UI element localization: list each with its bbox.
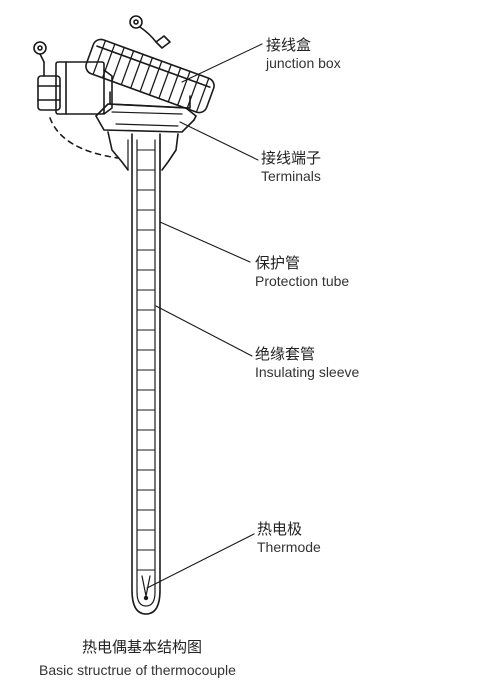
screw-icon [33,41,47,55]
label-junction-box-en: junction box [266,55,341,71]
leader-terminals [179,121,259,161]
label-insulating-sleeve-en: Insulating sleeve [255,364,360,380]
junction-box-lid [85,38,215,114]
screw-icon [129,15,143,29]
thermode-tip [141,575,151,601]
leader-insulating-sleeve [155,305,253,357]
label-thermode-zh: 热电极 [257,521,303,538]
label-insulating-sleeve-zh: 绝缘套管 [255,346,316,363]
caption-zh: 热电偶基本结构图 [82,639,203,656]
lid-chain [129,15,171,49]
label-terminals: 接线端子 Terminals [261,150,321,185]
caption-en: Basic structrue of thermocouple [39,662,236,678]
label-junction-box-zh: 接线盒 [266,37,312,54]
label-protection-tube-en: Protection tube [255,273,350,289]
label-junction-box: 接线盒 junction box [266,37,341,72]
label-protection-tube: 保护管 Protection tube [255,255,349,290]
label-insulating-sleeve: 绝缘套管 Insulating sleeve [255,346,359,381]
junction-box-body [95,91,197,133]
protection-tube [131,133,161,615]
tube-neck [107,131,179,171]
label-terminals-en: Terminals [261,168,321,184]
label-thermode: 热电极 Thermode [257,521,321,556]
leader-junction-box [181,43,263,83]
hidden-outline [49,117,119,159]
insulating-sleeve [136,149,156,571]
leader-protection-tube [159,221,251,263]
label-terminals-zh: 接线端子 [261,150,322,167]
leader-thermode [146,533,255,589]
label-thermode-en: Thermode [257,539,321,555]
cable-gland [33,41,113,115]
label-protection-tube-zh: 保护管 [255,255,301,272]
